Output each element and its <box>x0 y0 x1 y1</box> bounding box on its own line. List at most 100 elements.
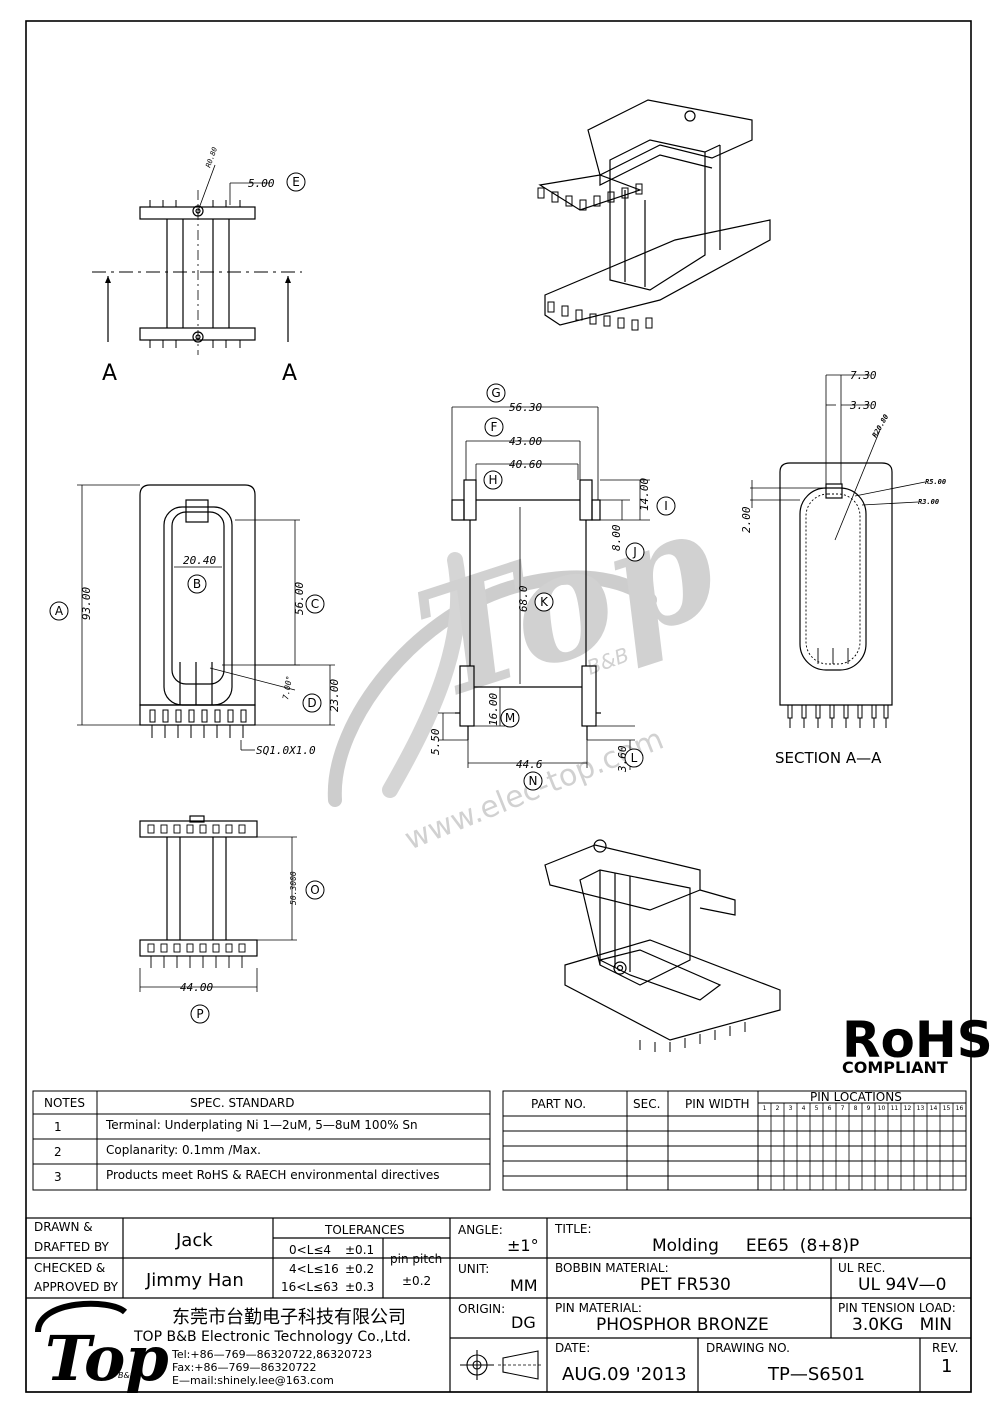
dim-r080: R0.80 <box>204 146 219 169</box>
company-name-cn: 东莞市台勤电子科技有限公司 <box>172 1307 406 1328</box>
pin-location-5: 5 <box>814 1105 819 1112</box>
notes-table <box>32 1090 491 1191</box>
bubble-l-circle <box>624 748 644 768</box>
bobbin-value: PET FR530 <box>640 1275 731 1295</box>
pin-location-3: 3 <box>788 1105 793 1112</box>
bubble-m: M <box>505 711 515 725</box>
date-label: DATE: <box>555 1341 591 1355</box>
dim-j: 8.00 <box>610 524 623 551</box>
date-value: AUG.09 '2013 <box>562 1364 687 1385</box>
title-block <box>25 1217 972 1393</box>
tol-row-1: 0<L≤4 <box>289 1243 332 1257</box>
dim-e: 5.00 <box>248 177 275 190</box>
checked-value: Jimmy Han <box>146 1270 244 1291</box>
ul-value: UL 94V—0 <box>858 1275 947 1295</box>
dim-m: 16.00 <box>487 693 500 726</box>
title-label: TITLE: <box>555 1222 592 1236</box>
bubble-o-circle <box>305 880 325 900</box>
bubble-e: E <box>292 175 300 189</box>
bubble-i-circle <box>656 496 676 516</box>
dim-d: 23.00 <box>328 679 341 712</box>
dim-r500: R5.00 <box>925 478 946 486</box>
pin-location-14: 14 <box>929 1105 938 1112</box>
rohs-big: RoHS <box>842 1011 993 1069</box>
rev-value: 1 <box>941 1356 953 1377</box>
bubble-j: J <box>632 545 637 559</box>
bubble-o: O <box>310 883 319 897</box>
checked-label-2: APPROVED BY <box>34 1280 119 1294</box>
pin-location-10: 10 <box>877 1105 886 1112</box>
company-fax: Fax:+86—769—86320722 <box>172 1361 317 1374</box>
dim-f: 43.00 <box>509 435 542 448</box>
tol-val-2: ±0.2 <box>345 1262 375 1276</box>
bubble-k: K <box>540 595 549 609</box>
parts-header-partno: PART NO. <box>531 1097 587 1111</box>
dim-o: 50.3000 <box>289 871 298 905</box>
company-email: E—mail:shinely.lee@163.com <box>172 1374 334 1387</box>
section-marks: A A <box>102 361 297 386</box>
dim-i: 14.00 <box>638 478 651 511</box>
bubble-p: P <box>196 1007 203 1021</box>
bottom-view <box>139 815 297 992</box>
parts-header-sec: SEC. <box>633 1097 661 1111</box>
title-value: Molding EE65 (8+8)P <box>652 1236 860 1256</box>
pin-location-13: 13 <box>916 1105 925 1112</box>
parts-table <box>502 1090 967 1191</box>
tol-val-3: ±0.3 <box>345 1280 375 1294</box>
rohs-small: COMPLIANT <box>842 1058 948 1077</box>
tol-row-3: 16<L≤63 <box>281 1280 339 1294</box>
section-mark-right: A <box>282 361 297 386</box>
bobbin-label: BOBBIN MATERIAL: <box>555 1261 669 1275</box>
origin-label: ORIGIN: <box>458 1302 506 1316</box>
pin-material-label: PIN MATERIAL: <box>555 1301 642 1315</box>
section-mark-left: A <box>102 361 117 386</box>
section-label: SECTION A—A <box>775 749 882 767</box>
bubble-e-circle <box>286 172 306 192</box>
pin-location-11: 11 <box>890 1105 899 1112</box>
dim-200: 2.00 <box>740 506 753 533</box>
dim-r300: R3.00 <box>918 498 939 506</box>
bubble-g: G <box>491 386 500 400</box>
dimension-labels: 5.00 R0.80 93.00 20.40 56.00 23.00 7.00°… <box>80 146 946 994</box>
dim-k: 68.0 <box>517 585 530 612</box>
logo-sub: B&B <box>118 1371 135 1380</box>
drawn-value: Jack <box>176 1230 213 1251</box>
bubble-b: B <box>193 577 201 591</box>
drawing-no-value: TP—S6501 <box>768 1364 866 1385</box>
bubble-c-circle <box>305 594 325 614</box>
dim-angle: 7.00° <box>281 675 294 700</box>
parts-header-pinloc: PIN LOCATIONS <box>810 1090 902 1104</box>
tol-val-1: ±0.1 <box>345 1243 375 1257</box>
dim-g: 56.30 <box>509 401 542 414</box>
pin-location-12: 12 <box>903 1105 912 1112</box>
bubble-a: A <box>55 604 64 618</box>
iso-view-top <box>537 99 771 331</box>
bubble-g-circle <box>486 383 506 403</box>
bubble-n-circle <box>523 771 543 791</box>
top-view <box>92 164 302 355</box>
drawing-no-label: DRAWING NO. <box>706 1341 790 1355</box>
dim-sq: SQ1.0X1.0 <box>256 744 316 757</box>
unit-label: UNIT: <box>458 1262 490 1276</box>
rev-label: REV. <box>932 1341 959 1355</box>
bubble-h-circle <box>483 470 503 490</box>
section-view <box>750 374 926 728</box>
bubble-k-circle <box>534 592 554 612</box>
pin-location-15: 15 <box>942 1105 951 1112</box>
logo-brand: Top <box>45 1322 169 1395</box>
dim-l: 3.60 <box>616 745 629 773</box>
pin-location-2: 2 <box>775 1105 780 1112</box>
bubble-b-circle <box>187 574 207 594</box>
pin-tension-value: 3.0KG MIN <box>852 1315 952 1335</box>
dim-h: 40.60 <box>509 458 542 471</box>
pin-location-8: 8 <box>853 1105 858 1112</box>
notes-header-no: NOTES <box>44 1096 85 1110</box>
bubble-m-circle <box>500 708 520 728</box>
dim-n: 44.6 <box>516 758 543 771</box>
angle-value: ±1° <box>507 1236 539 1255</box>
watermark: Top B&B www.elec-top.com <box>327 474 736 857</box>
company-name-en: TOP B&B Electronic Technology Co.,Ltd. <box>134 1329 411 1345</box>
dim-b: 20.40 <box>183 554 216 567</box>
